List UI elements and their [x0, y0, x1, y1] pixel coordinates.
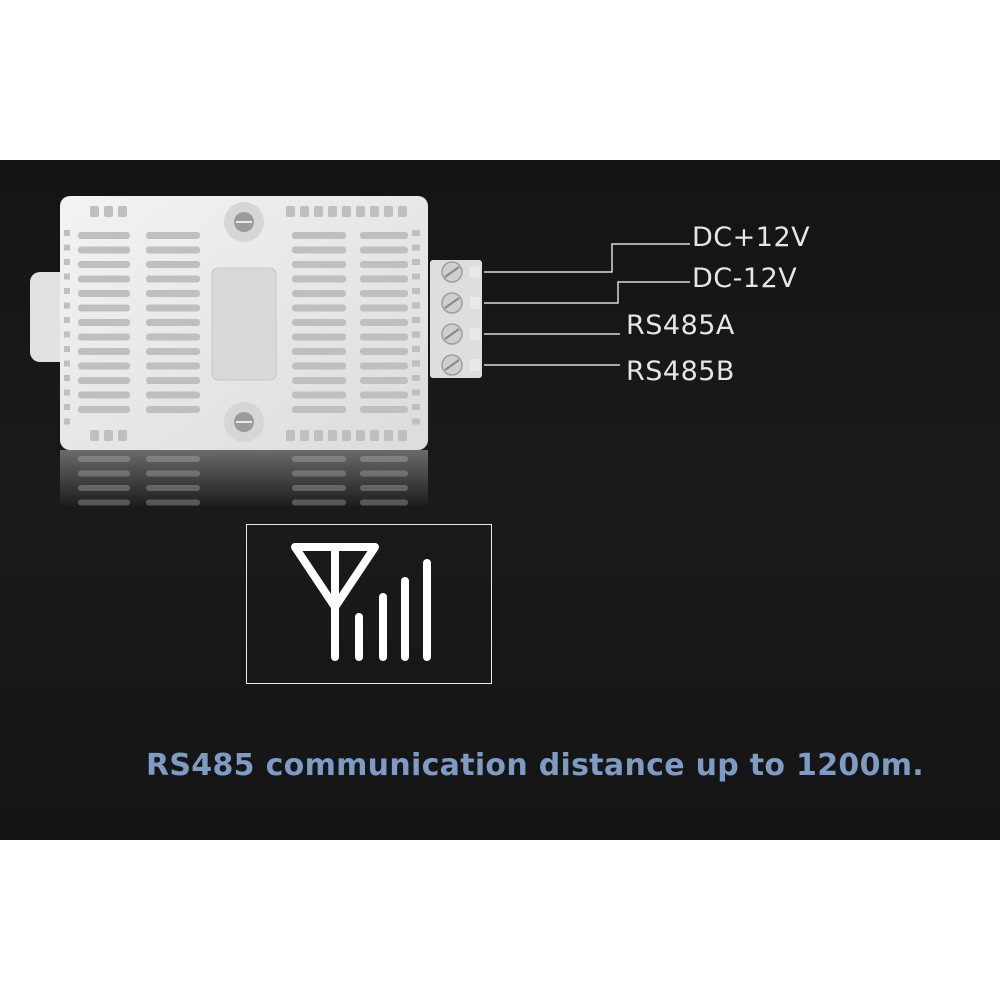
terminal-block [430, 260, 482, 378]
terminal-label-dc-plus: DC+12V [692, 222, 811, 253]
terminal-label-rs485b: RS485B [626, 356, 735, 387]
rs485-module-illustration [30, 196, 690, 508]
screw-bottom [224, 402, 264, 442]
module-reflection [60, 450, 428, 508]
signal-icon-frame [246, 524, 492, 684]
screw-top [224, 202, 264, 242]
terminal-label-dc-minus: DC-12V [692, 263, 798, 294]
caption-text: RS485 communication distance up to 1200m… [146, 748, 925, 783]
terminal-label-rs485a: RS485A [626, 310, 735, 341]
antenna-signal-bars-icon [291, 543, 431, 661]
wire-leaders [484, 243, 690, 366]
product-banner: DC+12V DC-12V RS485A RS485B RS485 commun… [0, 160, 1000, 840]
center-pad [211, 267, 277, 381]
heatsink-fins [64, 206, 420, 441]
terminal-screws [441, 261, 480, 376]
